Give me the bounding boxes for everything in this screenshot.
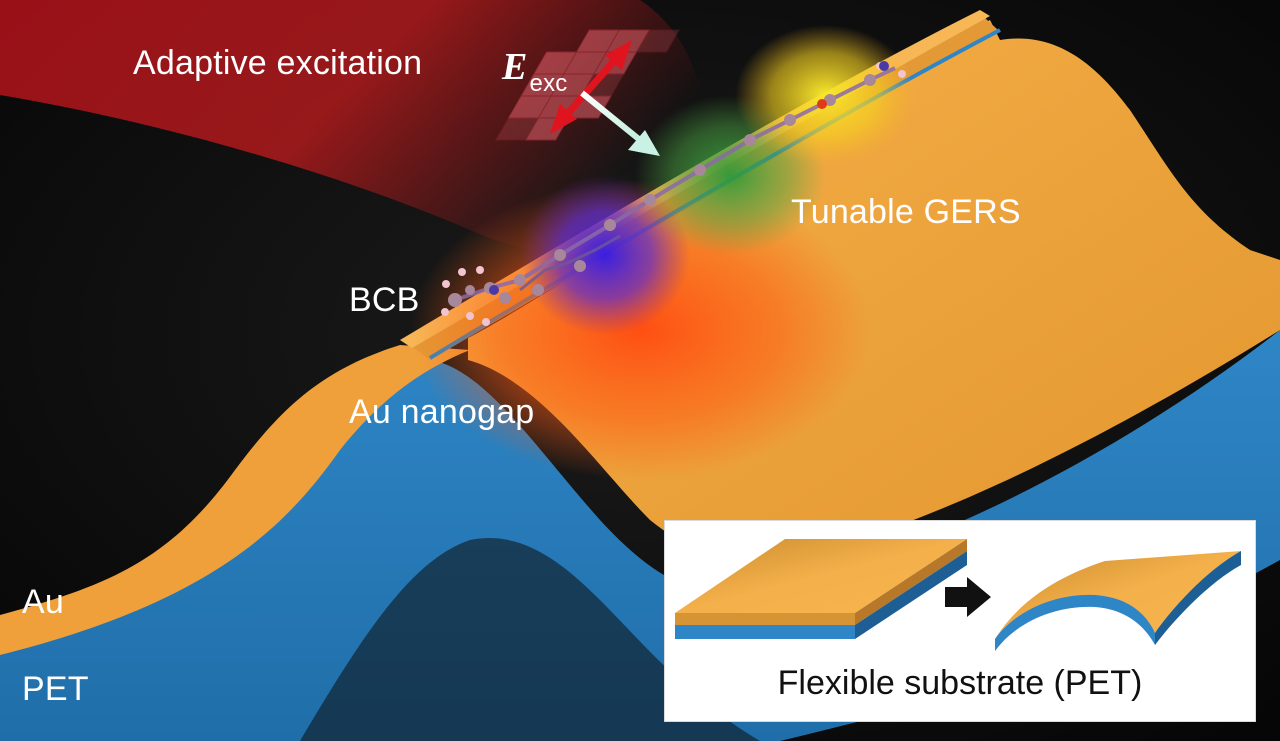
field-subscript: exc xyxy=(529,70,568,97)
au-layer-left xyxy=(0,345,470,655)
bcb-molecule xyxy=(441,61,906,326)
polarization-arrow-icon xyxy=(550,40,632,134)
inset-drawing xyxy=(675,539,1241,651)
pet-shadow-fold xyxy=(300,538,760,741)
bcb-label: BCB xyxy=(349,281,420,319)
adaptive-excitation-label: Adaptive excitation xyxy=(133,44,423,82)
transform-arrow-icon xyxy=(945,577,991,617)
inset-caption: Flexible substrate (PET) xyxy=(777,664,1143,702)
field-symbol-label: Eexc xyxy=(502,46,567,96)
au-nanogap-label: Au nanogap xyxy=(349,393,535,431)
spot-blue xyxy=(520,175,690,335)
spot-yellow xyxy=(735,25,915,165)
tunable-gers-label: Tunable GERS xyxy=(791,193,1021,231)
flexible-substrate-inset: Flexible substrate (PET) xyxy=(664,520,1256,722)
excitation-beam xyxy=(0,0,704,254)
field-symbol: E xyxy=(502,46,528,88)
pet-label: PET xyxy=(22,670,89,708)
bent-substrate-icon xyxy=(995,551,1241,651)
flat-substrate-icon xyxy=(675,539,967,639)
polarization-grid-icon xyxy=(494,29,681,141)
propagation-arrow-icon xyxy=(580,90,660,156)
au-label: Au xyxy=(22,583,64,621)
